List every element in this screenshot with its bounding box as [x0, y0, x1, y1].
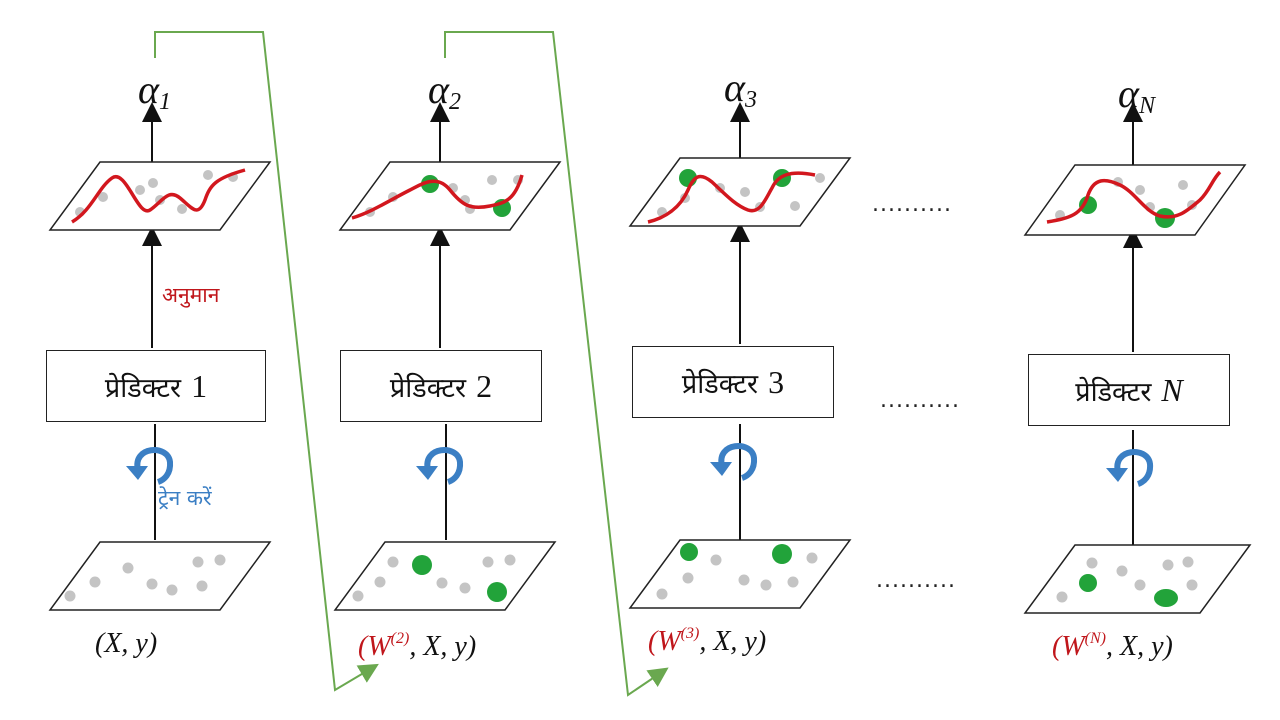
ellipsis-top: ..........	[872, 192, 952, 217]
train-loop-arrowhead-icon	[1106, 468, 1128, 482]
highlight-points	[1079, 574, 1178, 607]
prediction-plane-2	[338, 161, 562, 231]
predictor-label: प्रेडिक्टर	[104, 372, 182, 404]
alpha-label-3: α3	[724, 65, 757, 113]
fit-curve-2	[351, 174, 524, 220]
data-plane-n	[1023, 544, 1252, 614]
grey-points	[64, 554, 226, 602]
weight-flow-line-2	[444, 31, 669, 697]
weight-flow-line-1	[154, 31, 379, 692]
stage-3	[628, 102, 852, 609]
predictor-label: प्रेडिक्टर	[1075, 376, 1152, 408]
train-loop-icon	[1114, 449, 1154, 487]
highlight-points	[412, 555, 507, 602]
predictor-number: 3	[768, 363, 785, 400]
prediction-plane-n	[1023, 164, 1247, 236]
predictor-box-1: प्रेडिक्टर 1	[46, 350, 266, 422]
alpha-label-2: α2	[428, 67, 461, 115]
dataset-caption-3: (W(3), X, y)	[648, 625, 767, 657]
predictor-label: प्रेडिक्टर	[681, 368, 759, 400]
stage-2	[333, 102, 562, 611]
alpha-label-1: α1	[138, 67, 171, 115]
stage-n	[1023, 102, 1252, 614]
predictor-box-3: प्रेडिक्टर 3	[632, 346, 834, 418]
fit-curve-3	[647, 171, 816, 224]
highlight-points	[680, 543, 792, 564]
dataset-caption-2: (W(2), X, y)	[358, 630, 477, 662]
grey-points	[352, 554, 516, 602]
predictor-number: 1	[191, 367, 208, 404]
ellipsis-bottom: ..........	[876, 568, 956, 593]
grey-points	[75, 170, 238, 217]
grey-points	[656, 552, 818, 600]
predictor-number: N	[1161, 371, 1183, 408]
predictor-number: 2	[476, 367, 493, 404]
predictor-label: प्रेडिक्टर	[389, 372, 467, 404]
train-note: ट्रेन करें	[158, 486, 212, 510]
grey-points	[1056, 556, 1198, 603]
train-loop-arrowhead-icon	[126, 466, 148, 480]
fit-curve-n	[1046, 170, 1222, 224]
dataset-caption-1: (X, y)	[95, 628, 158, 659]
stage-1	[48, 102, 272, 611]
train-loop-arrowhead-icon	[710, 462, 732, 476]
data-plane-2	[333, 541, 557, 611]
fit-curve-1	[71, 168, 246, 224]
prediction-note: अनुमान	[162, 283, 220, 307]
data-plane-1	[48, 541, 272, 611]
train-loop-icon	[424, 447, 464, 485]
train-loop-icon	[134, 447, 174, 485]
train-loop-arrowhead-icon	[416, 466, 438, 480]
train-loop-icon	[718, 443, 758, 481]
predictor-box-2: प्रेडिक्टर 2	[340, 350, 542, 422]
predictor-box-n: प्रेडिक्टर N	[1028, 354, 1230, 426]
alpha-label-n: αN	[1118, 71, 1156, 119]
ellipsis-middle: ..........	[880, 388, 960, 413]
dataset-caption-n: (W(N), X, y)	[1052, 630, 1173, 662]
